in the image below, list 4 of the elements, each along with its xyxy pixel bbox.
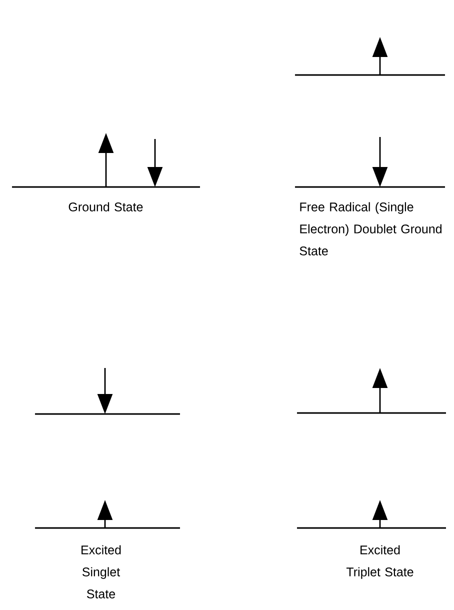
state-label: Excited Triplet State (346, 545, 414, 579)
state-label: Excited Singlet State (82, 545, 121, 598)
state-label: Ground State (68, 202, 143, 212)
state-label: Free Radical (Single Electron) Doublet Ground State (300, 202, 442, 256)
